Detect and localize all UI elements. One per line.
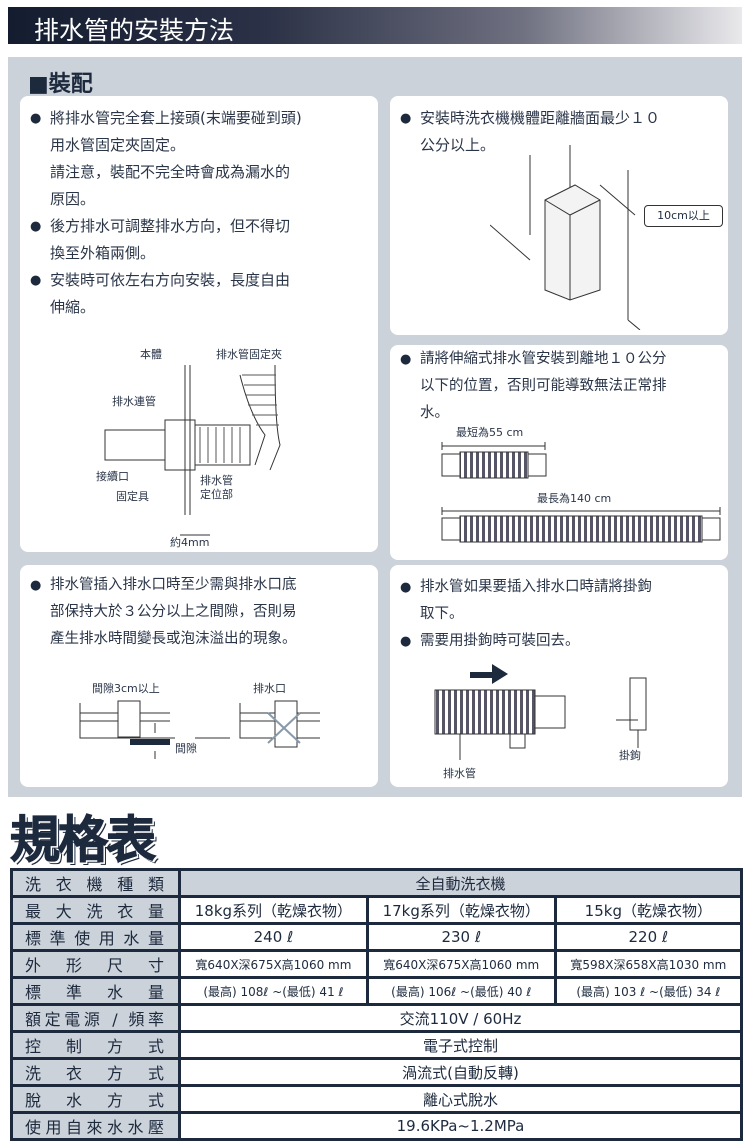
row-header: 使用自來水水壓 [10, 1111, 181, 1141]
table-cell: 寬640X深675X高1060 mm [178, 949, 369, 979]
text-line: 排水管插入排水口時至少需與排水口底 [30, 572, 374, 599]
hose-assembly-diagram [104, 364, 281, 536]
text-line: 需要用掛鉤時可裝回去。 [400, 628, 728, 655]
label-position: 排水管 [200, 474, 233, 487]
table-cell: 電子式控制 [178, 1030, 743, 1060]
text-line: 請將伸縮式排水管安裝到離地１０公分 [400, 346, 728, 373]
card2-text: 安裝時洗衣機機體距離牆面最少１０ 公分以上。 [400, 105, 724, 159]
table-cell: 17kg系列（乾燥衣物） [365, 895, 557, 925]
card-assembly [20, 96, 378, 552]
card-drain-gap [20, 565, 378, 787]
text-line: 安裝時可依左右方向安裝，長度自由 [30, 267, 374, 294]
row-header: 最大洗衣量 [10, 895, 181, 925]
pipe-label: 排水管 [443, 767, 476, 780]
label-fixture: 固定具 [116, 490, 149, 503]
spec-title: 規格表 [10, 811, 157, 870]
washer-wall-diagram [490, 145, 641, 330]
table-cell: (最高) 103 ℓ ~(最低) 34 ℓ [553, 976, 744, 1006]
table-row: 脫水方式離心式脫水 [10, 1084, 743, 1114]
long-length-label: 最長為140 cm [537, 492, 612, 505]
card3-text: 請將伸縮式排水管安裝到離地１０公分 以下的位置，否則可能導致無法正常排 水。 [400, 346, 728, 427]
table-cell: 渦流式(自動反轉) [178, 1057, 743, 1087]
table-row: 洗衣方式渦流式(自動反轉) [10, 1057, 743, 1087]
text-line: 安裝時洗衣機機體距離牆面最少１０ [400, 105, 724, 132]
text-line: 取下。 [420, 606, 464, 622]
gap-label: 間隙 [175, 742, 197, 755]
label-clamp: 排水管固定夾 [216, 348, 282, 361]
row-header: 控制方式 [10, 1030, 181, 1060]
table-cell: 寬640X深675X高1060 mm [365, 949, 557, 979]
hose-length-diagram [441, 442, 721, 543]
label-body: 本體 [140, 348, 162, 361]
row-header: 外形尺寸 [10, 949, 181, 979]
text-line: 請注意，裝配不完全時會成為漏水的 [50, 163, 291, 181]
hook-label: 掛鉤 [619, 749, 641, 762]
drain-outlet-label: 排水口 [253, 682, 286, 695]
text-line: 伸縮。 [50, 298, 96, 316]
page-title: 排水管的安裝方法 [34, 16, 235, 45]
card4-text: 排水管插入排水口時至少需與排水口底 部保持大於３公分以上之間隙，否則易 產生排水… [30, 572, 374, 653]
row-header: 脫水方式 [10, 1084, 181, 1114]
arrow-right-icon [470, 664, 508, 684]
table-row: 標準水量(最高) 108ℓ ~(最低) 41 ℓ(最高) 106ℓ ~(最低) … [10, 976, 744, 1006]
short-length-label: 最短為55 cm [456, 426, 524, 439]
label-position2: 定位部 [200, 488, 233, 501]
row-header: 額定電源 / 頻率 [10, 1003, 181, 1033]
header-bar: 排水管的安裝方法 [8, 7, 742, 45]
card5-text: 排水管如果要插入排水口時請將掛鉤 取下。 需要用掛鉤時可裝回去。 [400, 574, 728, 655]
table-row: 洗衣機種類全自動洗衣機 [10, 868, 743, 898]
text-line: 用水管固定夾固定。 [50, 136, 186, 154]
card1-text: 將排水管完全套上接頭(末端要碰到頭) 用水管固定夾固定。 請注意，裝配不完全時會… [30, 105, 374, 321]
text-line: 排水管如果要插入排水口時請將掛鉤 [400, 574, 728, 601]
label-connector: 排水連管 [112, 395, 156, 408]
table-cell: 240 ℓ [178, 922, 369, 952]
text-line: 以下的位置，否則可能導致無法正常排 [420, 378, 667, 394]
hook-diagram [434, 664, 647, 760]
table-cell: 220 ℓ [553, 922, 744, 952]
text-line: 將排水管完全套上接頭(末端要碰到頭) [30, 105, 374, 132]
row-header: 標準使用水量 [10, 922, 181, 952]
gap-requirement-label: 間隙3cm以上 [92, 682, 160, 695]
card-hook [390, 565, 728, 787]
table-row: 控制方式電子式控制 [10, 1030, 743, 1060]
distance-callout: 10cm以上 [644, 205, 723, 227]
text-line: 換至外箱兩側。 [50, 244, 156, 262]
table-cell: 230 ℓ [365, 922, 557, 952]
text-line: 部保持大於３公分以上之間隙，否則易 [50, 604, 297, 620]
text-line: 原因。 [50, 190, 96, 208]
text-line: 產生排水時間變長或泡沫溢出的現象。 [50, 631, 297, 647]
text-line: 公分以上。 [420, 136, 496, 154]
section-title: ■裝配 [28, 72, 93, 97]
row-header: 標準水量 [10, 976, 181, 1006]
table-cell: 交流110V / 60Hz [178, 1003, 743, 1033]
row-header: 洗衣方式 [10, 1057, 181, 1087]
row-header: 洗衣機種類 [10, 868, 181, 898]
drain-gap-diagram [79, 700, 320, 759]
table-cell: (最高) 108ℓ ~(最低) 41 ℓ [178, 976, 369, 1006]
table-cell: 全自動洗衣機 [178, 868, 743, 898]
text-line: 水。 [420, 405, 449, 421]
label-joint: 接續口 [96, 470, 129, 483]
table-row: 額定電源 / 頻率交流110V / 60Hz [10, 1003, 743, 1033]
table-cell: 15kg（乾燥衣物） [553, 895, 744, 925]
table-cell: (最高) 106ℓ ~(最低) 40 ℓ [365, 976, 557, 1006]
label-gap: 約4mm [170, 536, 210, 549]
table-cell: 19.6KPa~1.2MPa [178, 1111, 743, 1141]
text-line: 後方排水可調整排水方向，但不得切 [30, 213, 374, 240]
table-cell: 離心式脫水 [178, 1084, 743, 1114]
table-cell: 18kg系列（乾燥衣物） [178, 895, 369, 925]
table-cell: 寬598X深658X高1030 mm [553, 949, 744, 979]
